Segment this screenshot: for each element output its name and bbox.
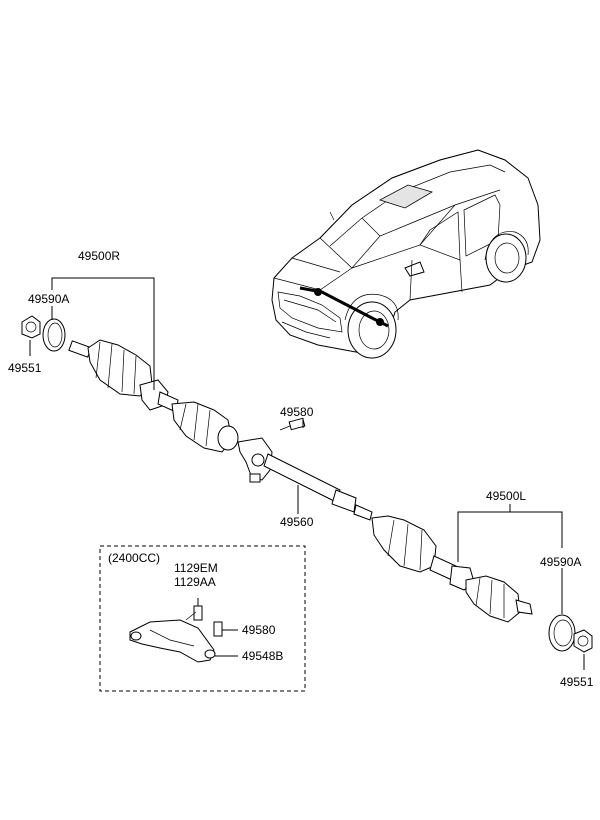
bolt-49580-upper [279, 417, 306, 431]
label-49590a-lh: 49590A [540, 555, 581, 569]
label-49590a-rh: 49590A [28, 292, 69, 306]
vehicle-illustration [271, 149, 541, 359]
inset-bolt-1129 [185, 605, 203, 621]
rh-tone-ring [42, 318, 66, 352]
intermediate-shaft [237, 437, 373, 521]
inset-2400cc [99, 545, 306, 692]
label-49580-upper: 49580 [280, 405, 314, 419]
lh-hub-nut [573, 629, 593, 653]
rh-hub-nut [21, 315, 41, 339]
label-49560: 49560 [280, 515, 314, 529]
rh-drive-shaft [68, 339, 239, 453]
lh-tone-ring [548, 614, 576, 652]
label-49551-lh: 49551 [560, 675, 594, 689]
label-49548b: 49548B [242, 649, 283, 663]
lh-drive-shaft [371, 515, 533, 623]
inset-bolt-49580 [213, 621, 223, 637]
inset-title: (2400CC) [108, 551, 160, 565]
label-49580-inset: 49580 [242, 623, 276, 637]
label-49500r: 49500R [78, 249, 120, 263]
label-49551-rh: 49551 [8, 361, 42, 375]
label-1129aa: 1129AA [174, 575, 216, 589]
leader-lines [29, 277, 585, 670]
label-49500l: 49500L [486, 489, 526, 503]
label-1129em: 1129EM [174, 561, 218, 575]
